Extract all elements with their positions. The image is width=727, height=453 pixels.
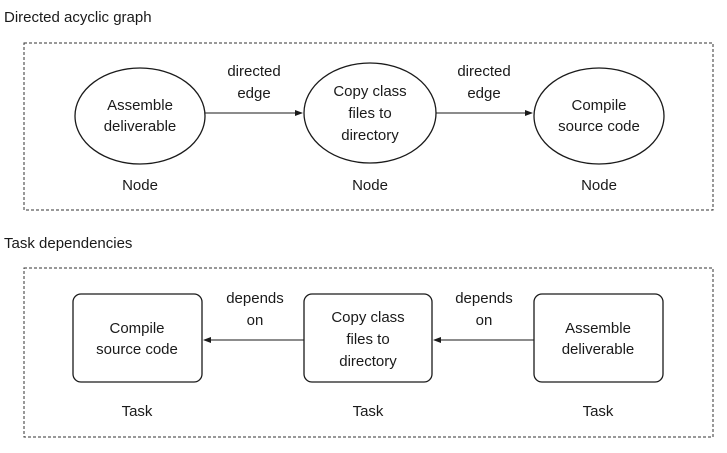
node-label-line: Compile [571,97,626,114]
edge-label-line: directed [227,63,280,80]
task-caption: Task [353,403,384,420]
edge-label-line: on [247,312,264,329]
tasks-panel-border [23,267,714,438]
dag-node-assemble: Assemble deliverable [74,67,206,165]
node-label-line: deliverable [104,118,177,135]
task-node-compile: Compile source code [72,293,203,383]
node-caption: Node [122,177,158,194]
node-label-line: directory [341,127,399,144]
node-label-line: Copy class [333,83,406,100]
node-label-line: files to [346,331,389,348]
node-label-line: deliverable [562,341,635,358]
dag-panel-border [23,42,714,211]
node-label-line: Copy class [331,309,404,326]
node-caption: Node [352,177,388,194]
node-caption: Node [581,177,617,194]
dag-node-compile: Compile source code [533,67,665,165]
task-caption: Task [583,403,614,420]
node-label-line: Assemble [565,320,631,337]
task-node-copy-class-files: Copy class files to directory [303,293,433,383]
node-label-line: Compile [109,320,164,337]
edge-label-line: edge [237,85,270,102]
task-caption: Task [122,403,153,420]
edge-label-line: on [476,312,493,329]
section-title-dag: Directed acyclic graph [4,9,152,26]
node-label-line: files to [348,105,391,122]
section-title-task-dependencies: Task dependencies [4,235,133,252]
edge-label-line: depends [226,290,284,307]
dag-node-copy-class-files: Copy class files to directory [303,62,437,164]
edge-label-line: directed [457,63,510,80]
node-label-line: directory [339,353,397,370]
edge-label-line: depends [455,290,513,307]
edge-label-line: edge [467,85,500,102]
node-label-line: source code [96,341,178,358]
node-label-line: source code [558,118,640,135]
task-node-assemble: Assemble deliverable [533,293,664,383]
node-label-line: Assemble [107,97,173,114]
